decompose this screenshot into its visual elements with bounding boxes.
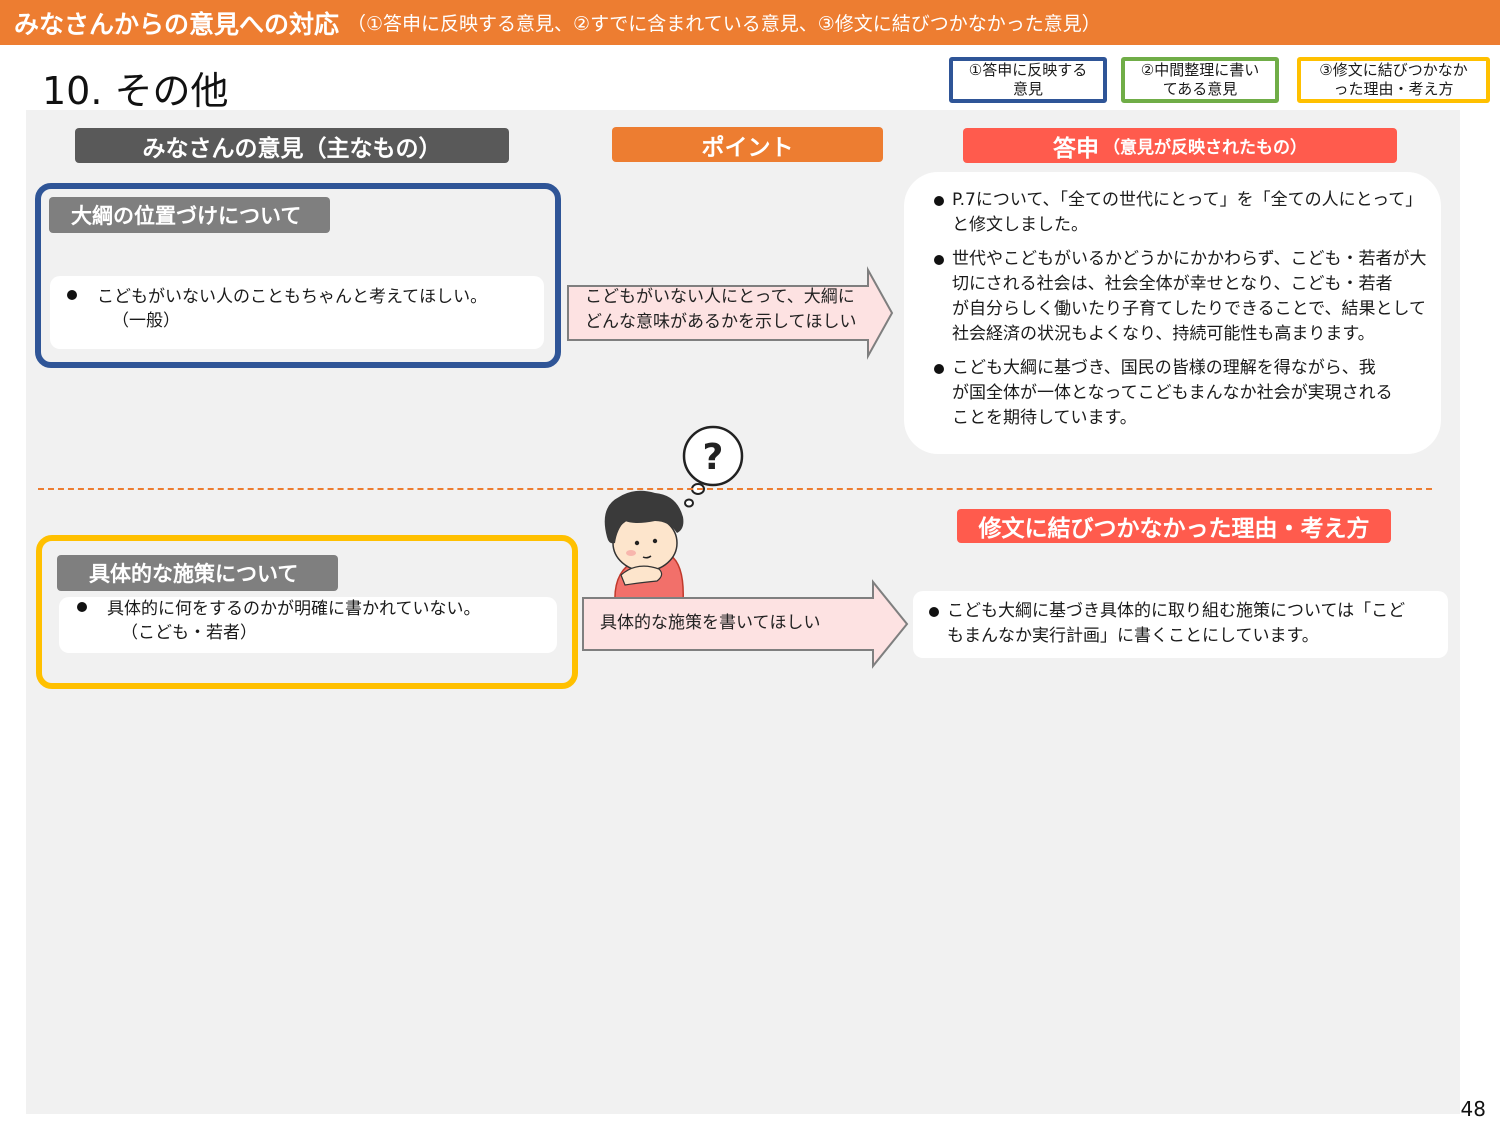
point-text-outline-position: こどもがいない人にとって、大綱に どんな意味があるかを示してほしい (585, 287, 857, 332)
opinion-source: （一般） (112, 311, 180, 331)
column-header-point: ポイント (612, 127, 883, 162)
bullet-icon (77, 602, 87, 612)
legend-included: ②中間整理に書いてある意見 (1121, 57, 1279, 103)
header-subtitle: （①答申に反映する意見、②すでに含まれている意見、③修文に結びつかなかった意見） (347, 13, 1101, 35)
bullet-icon (934, 196, 944, 206)
column-header-answer-sub: （意見が反映されたもの） (1103, 138, 1307, 158)
question-mark-icon: ? (682, 425, 744, 487)
legend-reflected-label: ①答申に反映する意見 (968, 61, 1088, 98)
section-heading-not-revised: 修文に結びつかなかった理由・考え方 (957, 509, 1391, 543)
section-divider (38, 488, 1432, 490)
bullet-icon (934, 364, 944, 374)
opinion-source: （こども・若者） (121, 623, 257, 643)
column-header-answer: 答申 （意見が反映されたもの） (963, 128, 1397, 163)
opinion-card-specific-measures: 具体的に何をするのかが明確に書かれていない。 （こども・若者） (59, 597, 557, 653)
opinion-tag-specific-measures: 具体的な施策について (57, 555, 338, 591)
bullet-icon (934, 255, 944, 265)
opinion-text: 具体的に何をするのかが明確に書かれていない。 (77, 597, 557, 621)
bullet-icon (67, 290, 77, 300)
column-header-opinions: みなさんの意見（主なもの） (75, 128, 509, 163)
answer-card-specific-measures: こども大綱に基づき具体的に取り組む施策については「こど もまんなか実行計画」に書… (913, 591, 1448, 658)
header-band: みなさんからの意見への対応 （①答申に反映する意見、②すでに含まれている意見、③… (0, 0, 1500, 45)
answer-item: 世代やこどもがいるかどうかにかかわらず、こども・若者が大 切にされる社会は、社会… (934, 247, 1441, 347)
opinion-tag-outline-position: 大綱の位置づけについて (49, 197, 330, 233)
legend-not-revised-label: ③修文に結びつかなかった理由・考え方 (1319, 61, 1468, 98)
page-number: 48 (1460, 1097, 1486, 1121)
bullet-icon (929, 607, 939, 617)
answer-card-outline-position: P.7について、「全ての世代にとって」を「全ての人にとって」 と修文しました。 … (904, 172, 1441, 454)
thinking-child-illustration: ? (604, 425, 744, 604)
answer-item: こども大綱に基づき具体的に取り組む施策については「こど もまんなか実行計画」に書… (929, 599, 1448, 649)
svg-text:?: ? (703, 437, 724, 478)
legend-reflected: ①答申に反映する意見 (949, 57, 1107, 103)
column-header-answer-main: 答申 (1053, 135, 1099, 162)
legend-included-label: ②中間整理に書いてある意見 (1140, 61, 1260, 98)
page-title: 10. その他 (42, 69, 229, 113)
point-text-specific-measures: 具体的な施策を書いてほしい (600, 613, 821, 633)
legend-not-revised: ③修文に結びつかなかった理由・考え方 (1297, 57, 1490, 103)
answer-item: P.7について、「全ての世代にとって」を「全ての人にとって」 と修文しました。 (934, 188, 1441, 238)
header-title: みなさんからの意見への対応 (14, 9, 340, 39)
point-arrow-outline-position (567, 266, 894, 360)
opinion-text: こどもがいない人のこともちゃんと考えてほしい。 (67, 285, 544, 309)
answer-item: こども大綱に基づき、国民の皆様の理解を得ながら、我 が国全体が一体となってこども… (934, 356, 1441, 431)
point-arrow-specific-measures (582, 579, 909, 669)
opinion-card-outline-position: こどもがいない人のこともちゃんと考えてほしい。 （一般） (50, 276, 544, 349)
